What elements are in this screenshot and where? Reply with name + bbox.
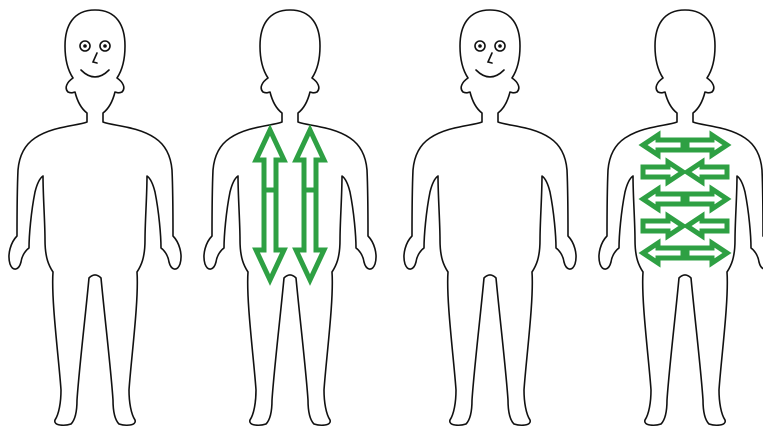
left-pupil <box>83 44 87 48</box>
arrow-right-icon <box>687 243 727 263</box>
right-pupil <box>498 44 502 48</box>
child-outline-icon <box>404 10 576 425</box>
arrow-left-icon <box>687 216 727 236</box>
arrow-right-icon <box>687 189 727 209</box>
left-pupil <box>478 44 482 48</box>
right-pupil <box>103 44 107 48</box>
arrow-left-icon <box>643 189 683 209</box>
arrow-right-icon <box>687 135 727 155</box>
child-outline-icon <box>599 10 763 425</box>
figure-front-left <box>9 10 181 425</box>
arrow-right-icon <box>643 216 683 236</box>
arrow-left-icon <box>687 162 727 182</box>
figure-back-horizontal <box>599 10 763 425</box>
arrow-left-icon <box>643 243 683 263</box>
child-outline-icon <box>204 10 376 425</box>
child-outline-icon <box>9 10 181 425</box>
arrow-right-icon <box>643 162 683 182</box>
figure-front-right <box>404 10 576 425</box>
figure-back-vertical <box>204 10 376 425</box>
arrow-left-icon <box>643 135 683 155</box>
